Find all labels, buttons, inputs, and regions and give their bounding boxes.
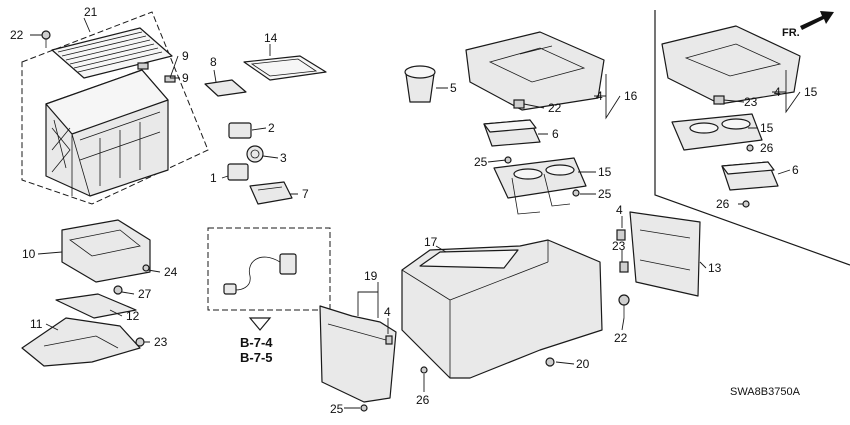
screw-26e (420, 366, 428, 374)
reference-b-7-4: B-7-4 (240, 335, 273, 350)
reference-arrow (248, 317, 272, 331)
screw-21 (545, 357, 555, 367)
callout-26-fifth: 26 (416, 393, 430, 407)
pad-8 (204, 79, 247, 97)
callout-12: 12 (126, 309, 140, 323)
wire-harness (223, 253, 297, 295)
bracket-12 (55, 293, 137, 319)
screw-26b (572, 189, 580, 197)
bolt-22b (618, 294, 630, 318)
clip-4d (616, 229, 626, 241)
callout-15: 15 (598, 165, 612, 179)
drawing-code: SWA8B3750A (730, 386, 801, 398)
tray-panel-16 (661, 25, 801, 105)
callout-2: 2 (268, 121, 275, 135)
console-body-18 (401, 239, 603, 379)
callout-3: 3 (280, 151, 287, 165)
callout-19: 21 (84, 5, 98, 19)
callout-9-second: 9 (182, 71, 189, 85)
callout-16: 15 (804, 85, 818, 99)
clip-23a (513, 99, 525, 109)
callout-18: 17 (424, 235, 438, 249)
console-box (45, 69, 169, 197)
cup-holder-15b (671, 113, 763, 151)
reference-b-7-5: B-7-5 (240, 350, 273, 365)
callout-25: 24 (164, 265, 178, 279)
screw-25a (142, 264, 150, 272)
callout-23-second: 23 (744, 95, 758, 109)
callout-14: 14 (264, 31, 278, 45)
callout-4-third: 4 (616, 203, 623, 217)
callout-26-third: 26 (760, 141, 774, 155)
callout-20: 19 (364, 269, 378, 283)
callout-5: 5 (450, 81, 457, 95)
callout-25-second: 25 (330, 402, 344, 416)
callout-9: 9 (182, 49, 189, 63)
callout-11: 11 (30, 317, 43, 331)
callout-10: 10 (22, 247, 36, 261)
front-direction-indicator: FR. (782, 11, 834, 39)
callout-23: 22 (548, 101, 562, 115)
callout-4-second: 4 (774, 85, 781, 99)
cup-holder-15a (493, 157, 587, 215)
switch-2 (228, 122, 252, 139)
callout-24: 23 (154, 335, 168, 349)
callout-26-second: 25 (598, 187, 612, 201)
pocket-6b (721, 161, 779, 191)
callout-4: 4 (596, 89, 603, 103)
callout-4-fourth: 4 (384, 305, 391, 319)
front-panel-20 (319, 305, 397, 403)
seal-14 (243, 55, 327, 81)
tray-panel-17 (465, 31, 605, 111)
bolt-27 (113, 285, 123, 295)
callout-1: 1 (210, 171, 217, 185)
callout-26-fourth: 26 (716, 197, 730, 211)
screw-26c (746, 144, 754, 152)
callout-7: 7 (302, 187, 309, 201)
bolt-24 (135, 337, 145, 347)
switch-1 (227, 163, 249, 181)
callout-13: 13 (708, 261, 722, 275)
callout-22: 22 (10, 28, 24, 42)
callout-22-second: 22 (614, 331, 628, 345)
switch-panel-7 (249, 181, 293, 205)
cup-5 (404, 65, 436, 103)
callout-23-third: 23 (612, 239, 626, 253)
direction-label: FR. (782, 27, 800, 39)
variant-divider (654, 10, 850, 266)
socket-3 (246, 145, 264, 163)
callout-26: 25 (474, 155, 488, 169)
screw-22-top (41, 30, 51, 48)
side-panel-13 (629, 211, 701, 297)
clip-9a (137, 62, 149, 70)
clip-23c (619, 261, 629, 273)
upper-assembly-frame (21, 11, 209, 205)
callout-21: 20 (576, 357, 590, 371)
callout-6: 6 (552, 127, 559, 141)
callout-27: 27 (138, 287, 152, 301)
callout-15-second: 15 (760, 121, 774, 135)
base-bracket-11 (21, 317, 141, 367)
pocket-6a (483, 119, 541, 147)
screw-25b (360, 404, 368, 412)
clip-4c (385, 335, 393, 345)
callout-8: 8 (210, 55, 217, 69)
screw-26d (742, 200, 750, 208)
clip-9b (164, 75, 176, 83)
callout-17: 16 (624, 89, 638, 103)
clip-23b (713, 95, 725, 105)
console-lid-mat (51, 27, 173, 79)
callout-6-second: 6 (792, 163, 799, 177)
bracket-10 (61, 219, 151, 283)
harness-frame (207, 227, 331, 311)
